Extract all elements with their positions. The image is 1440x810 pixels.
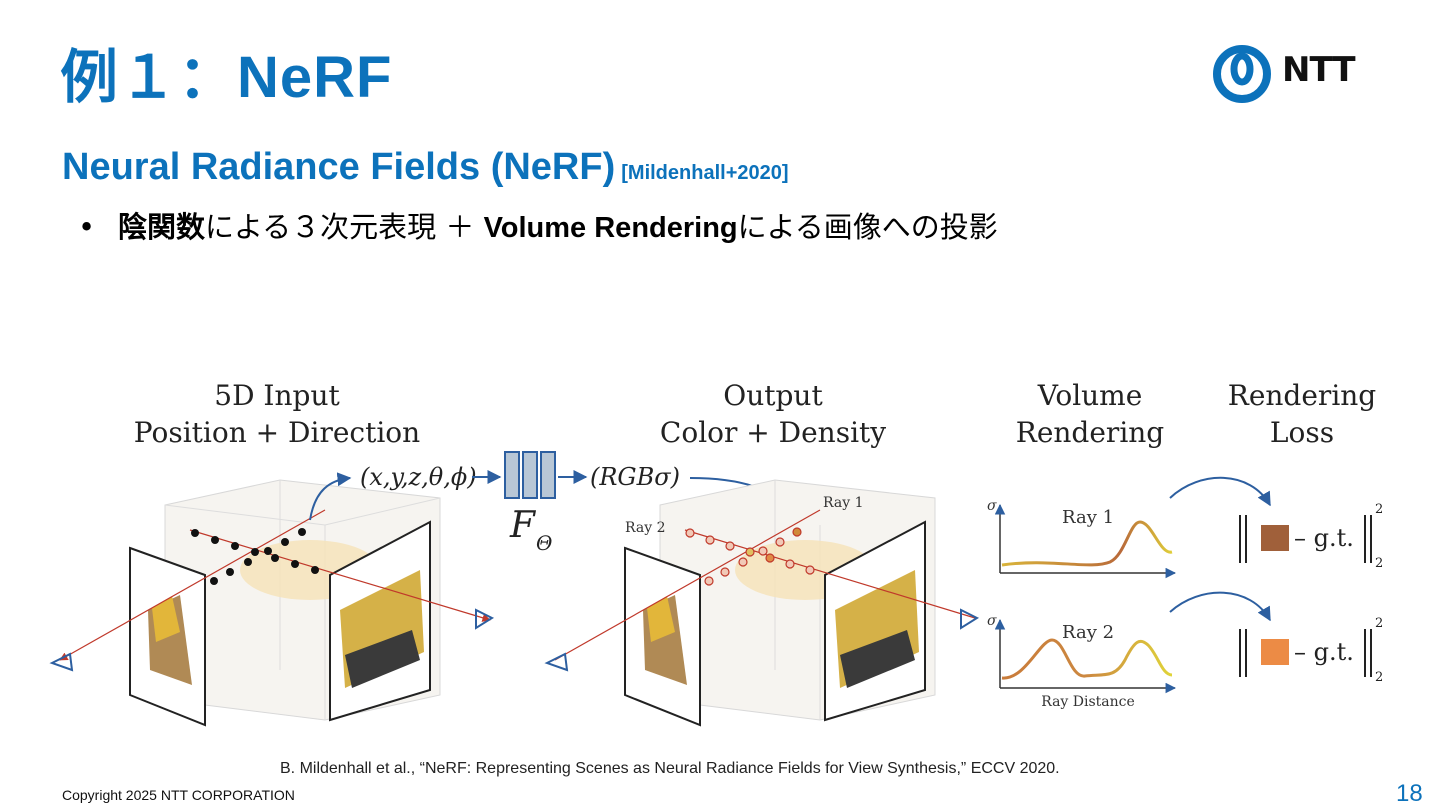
input-title-1: 5D Input <box>214 379 340 412</box>
subtitle-reference: [Mildenhall+2020] <box>621 162 789 184</box>
plot-ray-1-label: Ray 1 <box>1062 507 1114 528</box>
copyright: Copyright 2025 NTT CORPORATION <box>62 787 295 803</box>
exp-2: 2 <box>1375 616 1383 631</box>
sigma-label-1: σ <box>987 498 997 514</box>
ray-1-color-swatch <box>1261 525 1289 551</box>
output-title-1: Output <box>723 379 823 412</box>
exp-1: 2 <box>1375 502 1383 517</box>
scene-ray-1-label: Ray 1 <box>823 495 863 511</box>
bullet-bold-2: Volume Rendering <box>483 212 738 244</box>
network-block <box>504 451 556 499</box>
subtitle: Neural Radiance Fields (NeRF)[Mildenhall… <box>62 146 789 189</box>
ntt-logo: NTT <box>1212 44 1372 104</box>
nerf-pipeline-figure: 5D Input Position + Direction Output Col… <box>49 379 1383 727</box>
input-tuple: (x,y,z,θ,ϕ) <box>360 463 477 491</box>
input-title-2: Position + Direction <box>134 416 420 449</box>
network-label: F <box>509 505 537 546</box>
page-number: 18 <box>1396 780 1423 807</box>
bullet-bold-1: 陰関数 <box>118 210 206 244</box>
sub-2: 2 <box>1375 670 1383 685</box>
volume-plot-ray-2: σ Ray 2 Ray Distance <box>987 613 1177 710</box>
scene-ray-2-label: Ray 2 <box>625 520 665 536</box>
logo-text: NTT <box>1282 50 1356 90</box>
volume-title-1: Volume <box>1037 379 1143 412</box>
network-subscript: Θ <box>536 531 552 555</box>
ray-distance-label: Ray Distance <box>1041 694 1135 710</box>
input-scene <box>49 472 495 727</box>
loss-term-ray-2: – g.t. 2 2 <box>1239 616 1383 685</box>
slide-title: 例１：NeRF <box>60 45 393 110</box>
ray-2-color-swatch <box>1261 639 1289 665</box>
subtitle-main: Neural Radiance Fields (NeRF) <box>62 146 616 188</box>
bullet-item: • 陰関数による３次元表現 ＋ Volume Renderingによる画像への投影 <box>78 204 998 246</box>
bullet-text-1: による３次元表現 ＋ <box>205 210 484 244</box>
sub-1: 2 <box>1375 556 1383 571</box>
output-scene: Ray 1 Ray 2 <box>544 479 980 727</box>
volume-plot-ray-1: σ Ray 1 <box>987 498 1177 579</box>
sigma-label-2: σ <box>987 613 997 629</box>
bullet-marker: • <box>78 210 96 244</box>
output-title-2: Color + Density <box>660 416 886 449</box>
loss-title-1: Rendering <box>1228 379 1377 412</box>
loss-title-2: Loss <box>1270 416 1334 449</box>
output-tuple: (RGBσ) <box>590 463 680 491</box>
gt-label-1: – g.t. <box>1294 524 1354 552</box>
citation: B. Mildenhall et al., “NeRF: Representin… <box>280 760 1060 777</box>
ntt-logo-icon <box>1213 45 1271 103</box>
volume-title-2: Rendering <box>1016 416 1165 449</box>
plot-ray-2-label: Ray 2 <box>1062 622 1114 643</box>
loss-term-ray-1: – g.t. 2 2 <box>1239 502 1383 571</box>
gt-label-2: – g.t. <box>1294 638 1354 666</box>
bullet-text-2: による画像への投影 <box>737 210 998 244</box>
